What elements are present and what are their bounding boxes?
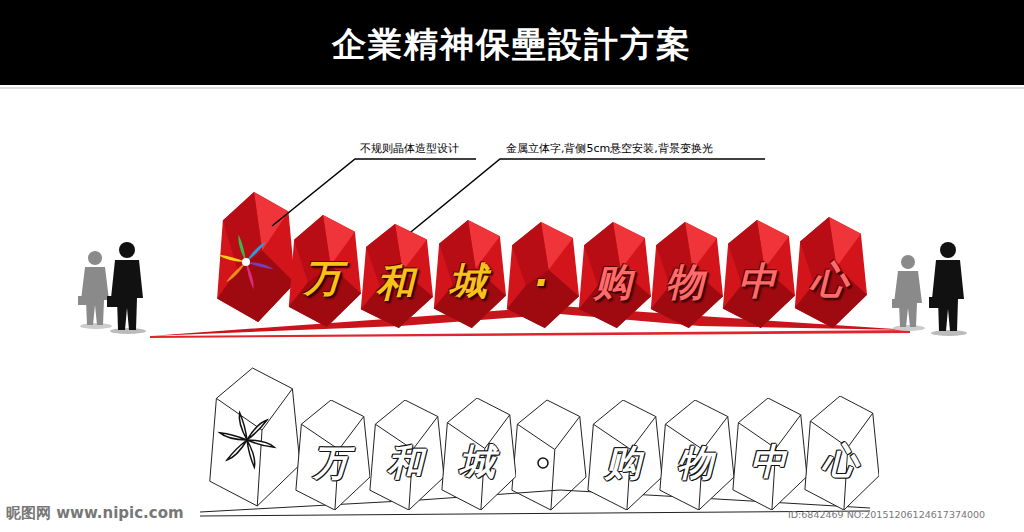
sign-letter: 中 [719,263,795,301]
crystal-block: · [503,222,579,328]
crystal-outline: 万 [292,400,370,510]
logo-mark-outline [220,413,275,468]
crystal-outline: 中 [729,398,807,510]
rule [0,88,1024,89]
crystal-block: 购 [575,222,651,328]
watermark: 昵图网 www.nipic.com [6,504,184,523]
sign-letter: 物 [647,264,723,302]
crystal-outline: 购 [584,400,662,510]
logo-crystal-outline [210,368,300,506]
sign-letter: 购 [575,264,651,302]
sign-letter: 万 [285,260,361,298]
sign-letter: 物 [656,445,734,481]
person-silhouette [892,255,925,331]
sign-letter: 城 [438,444,516,480]
crystal-block: 中 [719,220,795,328]
person-silhouette [929,242,967,336]
crystal-block: 城 [430,220,506,328]
watermark: ID:6842469 NO:20151206124617374000 [788,509,985,520]
crystal-block: 和 [357,224,433,328]
base-swoosh [150,330,910,338]
logo-mark [219,235,274,290]
title-bar [0,0,1024,85]
dot-outline [538,458,548,468]
callout-note: 金属立体字,背侧5cm悬空安装,背景变换光 [506,141,713,156]
sign-letter: 购 [584,445,662,481]
sign-letter: 心 [801,443,879,479]
person-silhouette [107,242,146,334]
logo-crystal [217,192,295,322]
sign-letter: 和 [357,265,433,303]
dot-crystal-outline [512,400,586,510]
callout-note: 不规则晶体造型设计 [360,141,459,156]
sign-letter: · [503,264,579,302]
sign-letter: 心 [791,262,867,300]
sign-letter: 和 [366,445,444,481]
sign-letter: 万 [292,445,370,481]
crystal-outline: 心 [801,396,879,510]
base-outline [200,511,870,516]
crystal-outline: 和 [366,400,444,510]
crystal-outline: 物 [656,400,734,510]
crystal-block: 物 [647,222,723,328]
crystal-block: 万 [285,215,361,327]
crystal-block: 心 [791,217,867,328]
sign-letter: 城 [430,263,506,301]
crystal-outline: 城 [438,398,516,510]
title: 企業精神保壘設計方案 [332,22,692,68]
person-silhouette [78,251,112,329]
sign-letter: 中 [729,444,807,480]
